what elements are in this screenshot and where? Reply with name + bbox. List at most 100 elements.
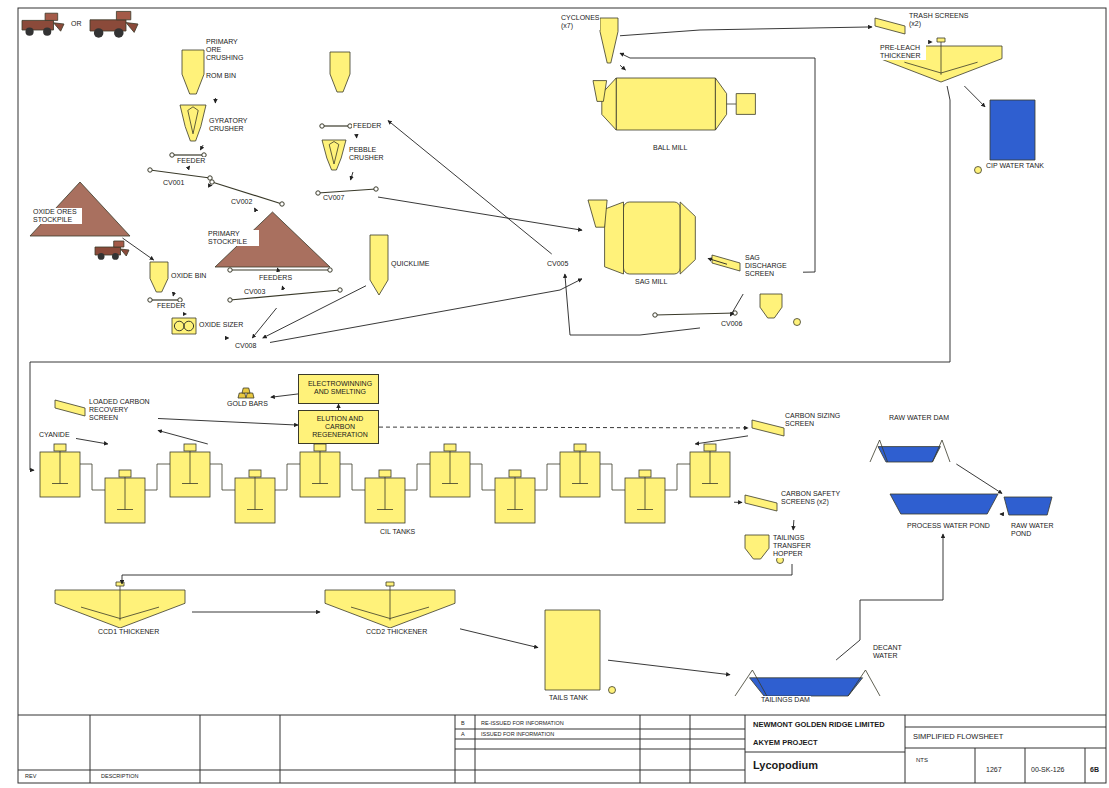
equipment-label: ELUTION AND CARBON REGENERATION <box>303 415 377 439</box>
hopper-symbol <box>745 535 769 559</box>
cil-tank <box>625 478 665 523</box>
conveyor-belt <box>230 269 330 270</box>
sag-shell <box>624 202 681 274</box>
pump <box>975 167 982 174</box>
equipment-label: CCD2 THICKENER <box>365 628 428 636</box>
flow-line <box>158 430 208 444</box>
equipment-node: FEEDER <box>168 150 223 167</box>
conveyor-pulley <box>148 168 152 172</box>
equipment-label: SAG MILL <box>634 278 668 286</box>
flow-line <box>379 427 748 429</box>
table-rule <box>280 715 281 783</box>
cil-tank <box>430 452 470 497</box>
screen-symbol <box>712 255 740 271</box>
screen-symbol <box>55 400 85 416</box>
screen-symbol <box>875 18 905 34</box>
equipment-node: CV007 <box>316 180 378 204</box>
dam-wall <box>735 670 880 696</box>
equipment-node: TAILINGS DAM <box>730 660 885 708</box>
equipment-label: TAILS TANK <box>548 694 589 702</box>
vehicle-wheel <box>25 28 33 36</box>
bars-symbol <box>238 388 254 398</box>
equipment-label: CIL TANKS <box>379 528 416 536</box>
flow-line <box>173 294 174 296</box>
belt-symbol <box>653 311 737 317</box>
agitator-motor <box>574 444 586 451</box>
stream-label: DECANT WATER <box>872 644 914 659</box>
interstage-launder <box>80 464 105 490</box>
equipment-node: CV002 <box>212 180 284 210</box>
table-rule <box>905 715 906 783</box>
hopper-symbol <box>182 50 204 94</box>
equipment-label: PEBBLE CRUSHER <box>348 146 396 162</box>
agitator-shaft <box>702 451 718 484</box>
agitator-shaft <box>637 477 653 510</box>
stockpile <box>30 182 130 236</box>
agitator-shaft <box>377 477 393 510</box>
sizer-roll <box>184 321 194 331</box>
cil-tank <box>170 452 210 497</box>
flow-line <box>263 286 366 338</box>
equipment-node: GOLD BARS <box>226 386 271 414</box>
equipment-label: RAW WATER POND <box>1010 522 1068 538</box>
agitator-motor <box>704 444 716 451</box>
title-block-text: B <box>460 720 466 726</box>
screen-deck <box>55 400 85 416</box>
title-block-text: AKYEM PROJECT <box>752 739 819 747</box>
conveyor-belt <box>172 154 204 155</box>
vehicle-wheel <box>112 253 119 260</box>
cyclone <box>600 18 618 63</box>
equipment-node: SAG DISCHARGE SCREEN <box>708 252 803 294</box>
agitator-shaft <box>507 477 523 510</box>
flow-line <box>608 660 730 675</box>
equipment-node: CYCLONES (x7) <box>558 10 620 66</box>
agitator-motor <box>379 470 391 477</box>
equipment-label: CV002 <box>230 198 253 206</box>
vehicle-cab <box>116 11 130 19</box>
equipment-label: CYANIDE <box>38 431 71 439</box>
table-rule <box>1025 748 1026 783</box>
agitator-shaft <box>117 477 133 510</box>
thickener-drive <box>937 38 945 42</box>
equipment-label: CARBON SIZING SCREEN <box>784 412 848 428</box>
equipment-label: SAG DISCHARGE SCREEN <box>744 254 801 278</box>
equipment-label: OXIDE ORES STOCKPILE <box>32 208 82 224</box>
flow-line <box>356 136 357 138</box>
agitator-motor <box>509 470 521 477</box>
table-rule <box>905 748 1106 749</box>
interstage-launder <box>470 464 495 490</box>
flow-line <box>708 258 727 264</box>
equipment-label: FEEDER <box>176 157 206 165</box>
title-block-text: DESCRIPTION <box>100 773 140 779</box>
flow-line <box>378 197 582 230</box>
cyclone-symbol <box>600 18 618 63</box>
sizer-body <box>172 318 196 334</box>
title-block-text: REV <box>24 773 37 779</box>
title-block-text: 6B <box>1089 766 1100 774</box>
table-rule <box>745 752 905 753</box>
equipment-node: CIP WATER TANK <box>985 96 1047 180</box>
pile-symbol <box>30 182 130 236</box>
crusher-mantle <box>329 142 339 165</box>
flow-line <box>158 418 298 425</box>
cil-tank <box>560 452 600 497</box>
flow-line <box>1000 514 1002 515</box>
equipment-label: CARBON SAFETY SCREENS (x2) <box>780 490 846 506</box>
thickener-rake <box>81 585 159 620</box>
flow-line <box>964 86 985 107</box>
table-rule <box>905 727 1106 728</box>
cil-tank <box>235 478 275 523</box>
sizer-roll <box>174 321 184 331</box>
agitator-shaft <box>52 451 68 484</box>
conveyor-belt <box>150 170 210 178</box>
flow-line <box>282 286 284 288</box>
equipment-node: FEEDER <box>318 48 388 136</box>
vehicle-cab <box>45 13 58 20</box>
flow-line <box>734 502 742 503</box>
table-rule <box>455 739 745 740</box>
equipment-label: PRIMARY ORE CRUSHING <box>205 38 252 62</box>
agitator-shaft <box>247 477 263 510</box>
agitator-shaft <box>312 451 328 484</box>
flow-line <box>836 534 943 660</box>
